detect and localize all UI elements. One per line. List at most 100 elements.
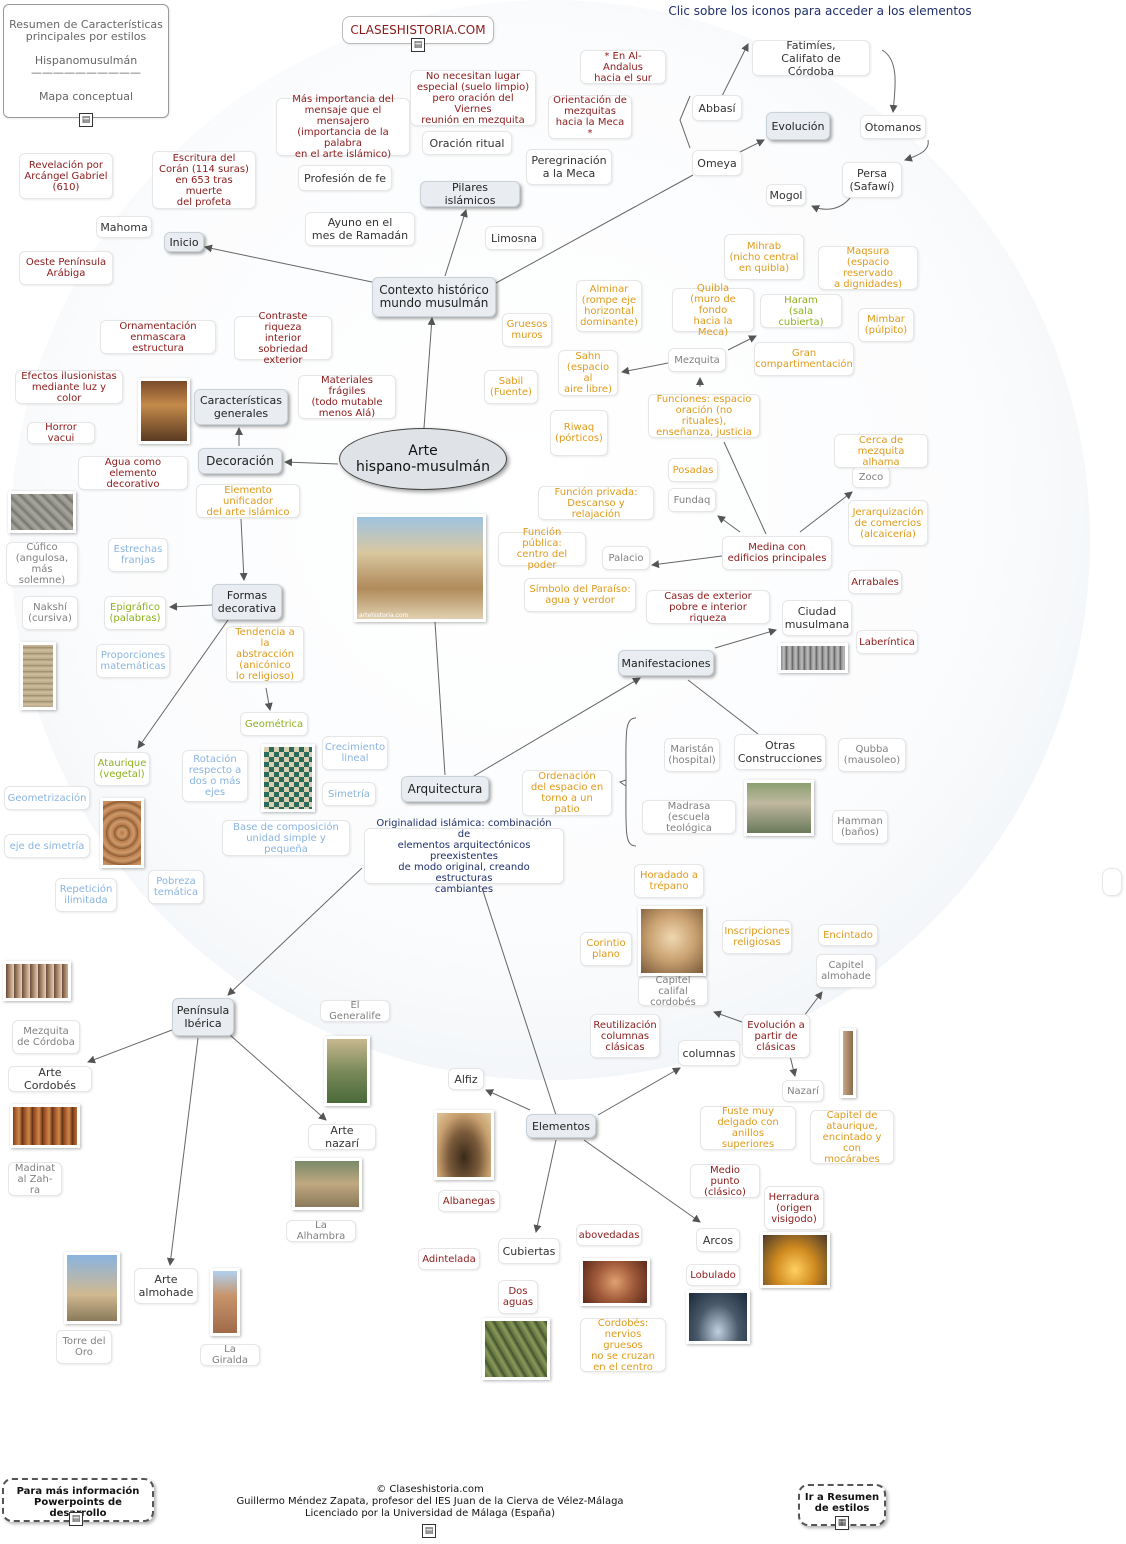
document-icon[interactable]: ▤ xyxy=(411,38,425,52)
formas-decorativa-node[interactable]: Formas decorativa xyxy=(212,584,282,620)
al-andalus-node: * En Al-Andalus hacia el sur xyxy=(580,50,666,84)
oeste-peninsula-node: Oeste Península Arábiga xyxy=(19,251,113,285)
revelacion-node: Revelación por Arcángel Gabriel (610) xyxy=(19,153,113,199)
base-composicion-node: Base de composición unidad simple y pequ… xyxy=(222,820,350,856)
madrasa-node: Madrasa (escuela teológica xyxy=(642,800,736,834)
capital-califal-image[interactable] xyxy=(638,906,706,976)
omeya-node: Omeya xyxy=(692,150,742,176)
arcos-node: Arcos xyxy=(696,1228,740,1252)
court-of-lions-image[interactable]: artehistoria.com xyxy=(354,514,486,622)
mezquita-cordoba-node: Mezquita de Córdoba xyxy=(12,1020,80,1054)
zoco-node: Zoco xyxy=(852,466,890,488)
summary-box[interactable]: Resumen de Características principales p… xyxy=(3,4,169,118)
mogol-node: Mogol xyxy=(766,184,806,206)
instruction-text: Clic sobre los iconos para acceder a los… xyxy=(668,4,972,18)
inicio-node[interactable]: Inicio xyxy=(164,232,204,252)
alminar-node: Alminar (rompe eje horizontal dominante) xyxy=(576,280,642,332)
arte-almohade-node: Arte almohade xyxy=(134,1268,198,1304)
arquitectura-node[interactable]: Arquitectura xyxy=(401,776,489,802)
sahn-node: Sahn (espacio al aire libre) xyxy=(558,350,618,396)
nazari-column-image[interactable] xyxy=(840,1028,856,1098)
agua-decorativo-node: Agua como elemento decorativo xyxy=(78,456,188,490)
map-icon[interactable]: ▦ xyxy=(835,1516,849,1530)
crecimiento-lineal-node: Crecimiento lineal xyxy=(322,736,388,770)
lobed-arch-image[interactable] xyxy=(686,1290,750,1344)
ordenacion-patio-node: Ordenación del espacio en torno a un pat… xyxy=(522,770,612,816)
mosque-interior-image[interactable] xyxy=(138,378,190,444)
adintelada-node: Adintelada xyxy=(418,1248,480,1270)
giralda-image[interactable] xyxy=(210,1268,240,1336)
corintio-plano-node: Corintio plano xyxy=(580,932,632,966)
reutilizacion-node: Reutilización columnas clásicas xyxy=(590,1014,660,1058)
city-aerial-image[interactable] xyxy=(778,643,848,673)
funcion-publica-node: Función pública: centro del poder xyxy=(498,527,586,571)
decoracion-node[interactable]: Decoración xyxy=(198,448,282,474)
oracion-ritual-node: Oración ritual xyxy=(422,131,512,155)
epigrafico-node: Epigráfico (palabras) xyxy=(104,596,166,630)
maristan-node: Maristán (hospital) xyxy=(664,738,720,772)
cordobes-nervios-node: Cordobés: nervios gruesos no se cruzan e… xyxy=(580,1318,666,1373)
importancia-mensaje-node: Más importancia del mensaje que el mensa… xyxy=(276,94,410,160)
cordoba-mosque-image[interactable] xyxy=(3,961,71,1001)
capitel-ataurique-node: Capitel de ataurique, encintado y con mo… xyxy=(810,1110,894,1165)
riwaq-node: Riwaq (pórticos) xyxy=(550,410,608,456)
orientacion-mezquitas-node: Orientación de mezquitas hacia la Meca * xyxy=(548,95,632,139)
rotacion-node: Rotación respecto a dos o más ejes xyxy=(182,750,248,802)
dome-image[interactable] xyxy=(580,1258,650,1306)
credits-text: © Claseshistoria.com Guillermo Méndez Za… xyxy=(236,1484,624,1519)
pilares-islamicos-node[interactable]: Pilares islámicos xyxy=(420,181,520,207)
funciones-espacio-node: Funciones: espacio oración (no rituales)… xyxy=(648,394,760,438)
contraste-riqueza-node: Contraste riqueza interior sobriedad ext… xyxy=(234,311,332,366)
peninsula-iberica-node[interactable]: Península Ibérica xyxy=(172,998,234,1036)
torre-oro-node: Torre del Oro xyxy=(56,1330,112,1364)
evolucion-node[interactable]: Evolución xyxy=(766,112,830,140)
geometric-pattern-image[interactable] xyxy=(261,744,315,812)
gruesos-muros-node: Gruesos muros xyxy=(502,313,552,347)
mahoma-node: Mahoma xyxy=(96,216,152,238)
peregrinacion-node: Peregrinación a la Meca xyxy=(526,149,612,185)
la-giralda-node: La Giralda xyxy=(200,1344,260,1366)
cufic-inscription-image[interactable] xyxy=(8,491,76,533)
simbolo-paraiso-node: Símbolo del Paraíso: agua y verdor xyxy=(524,578,636,612)
maqsura-node: Maqsura (espacio reservado a dignidades) xyxy=(818,246,918,290)
ataurique-relief-image[interactable] xyxy=(100,798,144,868)
fundaq-node: Fundaq xyxy=(668,488,716,512)
torre-del-oro-image[interactable] xyxy=(64,1252,120,1324)
alhambra-image[interactable] xyxy=(292,1158,362,1210)
horseshoe-arch-image[interactable] xyxy=(760,1232,830,1288)
limosna-node: Limosna xyxy=(485,226,543,250)
document-icon[interactable]: ▤ xyxy=(69,1512,83,1526)
qubba-node: Qubba (mausoleo) xyxy=(838,738,906,772)
generalife-node: El Generalife xyxy=(320,1000,390,1022)
originalidad-islamica-node: Originalidad islámica: combinación de el… xyxy=(364,818,564,895)
caracteristicas-generales-node[interactable]: Características generales xyxy=(194,389,288,425)
contexto-historico-node[interactable]: Contexto histórico mundo musulmán xyxy=(372,277,496,317)
horadado-node: Horadado a trépano xyxy=(634,864,704,898)
horror-vacui-node: Horror vacui xyxy=(27,422,95,444)
document-icon[interactable]: ▤ xyxy=(422,1524,436,1538)
gran-compartimentacion-node: Gran compartimentación xyxy=(754,342,854,376)
geometrica-node: Geométrica xyxy=(240,712,308,736)
otras-construcciones-node: Otras Construcciones xyxy=(734,734,826,770)
manifestaciones-node[interactable]: Manifestaciones xyxy=(618,650,714,676)
mezquita-node: Mezquita xyxy=(668,348,726,372)
elementos-node[interactable]: Elementos xyxy=(526,1114,596,1138)
hamman-node: Hamman (baños) xyxy=(832,810,888,844)
generalife-image[interactable] xyxy=(324,1036,370,1106)
quibla-node: Quibla (muro de fondo hacia la Meca) xyxy=(672,283,754,338)
capitel-almohade-node: Capitel almohade xyxy=(816,954,876,988)
medio-punto-node: Medio punto (clásico) xyxy=(690,1164,760,1198)
efectos-ilusionistas-node: Efectos ilusionistas mediante luz y colo… xyxy=(15,370,123,404)
madrasa-image[interactable] xyxy=(744,780,814,836)
document-icon[interactable]: ▤ xyxy=(79,113,93,127)
nakshi-node: Nakshí (cursiva) xyxy=(22,596,78,630)
haram-node: Haram (sala cubierta) xyxy=(760,294,842,328)
nakshi-inscription-image[interactable] xyxy=(20,642,56,710)
proporciones-node: Proporciones matemáticas xyxy=(96,644,170,678)
madinat-image[interactable] xyxy=(10,1104,80,1148)
arch-alfiz-image[interactable] xyxy=(434,1110,494,1180)
eje-simetria-node: eje de simetría xyxy=(4,834,90,858)
fatimies-node: Fatimíes, Califato de Córdoba xyxy=(752,39,870,78)
roof-image[interactable] xyxy=(482,1318,550,1380)
central-topic[interactable]: Arte hispano-musulmán xyxy=(339,428,507,490)
